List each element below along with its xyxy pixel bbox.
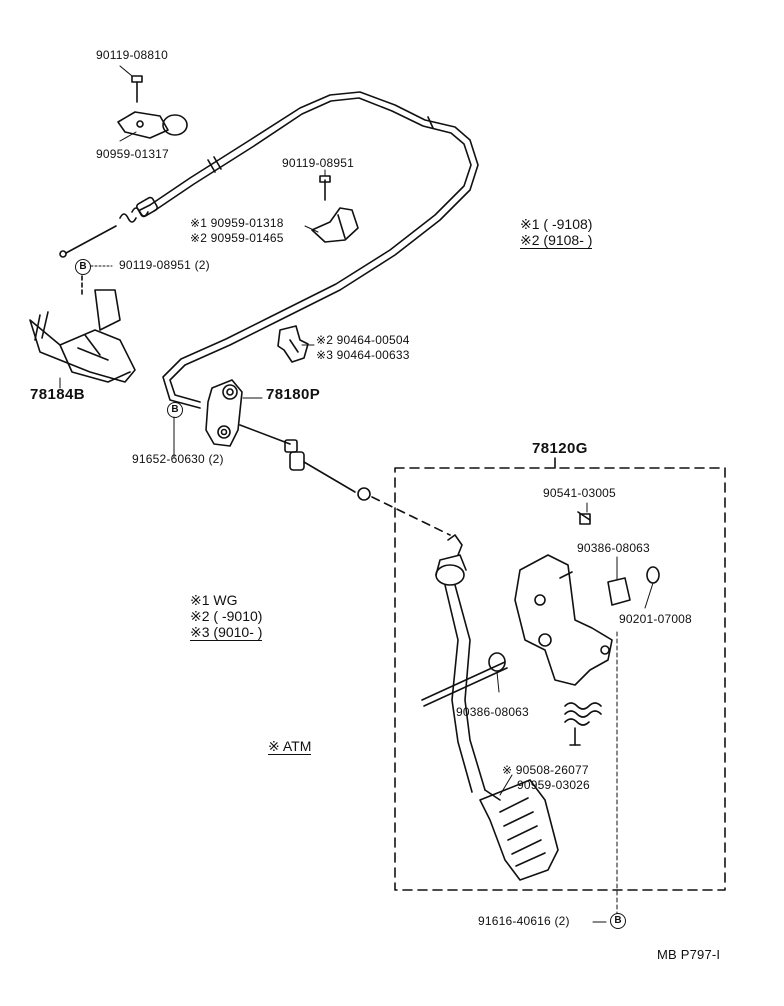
bolt-marker-b: B [610, 913, 626, 929]
leader-lines [59, 65, 654, 923]
bolt-marker-b: B [75, 259, 91, 275]
part-label-90959-01317: 90959-01317 [96, 147, 169, 161]
lever-78180p [205, 379, 371, 501]
pedal-bracket [514, 554, 613, 686]
model-code-3: ※3 (9010- ) [190, 624, 263, 641]
part-label-90386-08063-lower: 90386-08063 [456, 705, 529, 719]
part-label-91616-40616: 91616-40616 (2) [478, 914, 570, 928]
model-code-2: ※2 ( -9010) [190, 608, 263, 624]
dashed-connector [371, 496, 451, 536]
diagram-reference: MB P797-I [657, 947, 721, 962]
part-label-90386-08063-upper: 90386-08063 [577, 541, 650, 555]
part-label-78180p: 78180P [266, 386, 321, 403]
clamp-middle [311, 175, 359, 243]
throttle-cable [149, 91, 479, 409]
part-label-90959-01318: ※1 90959-01318 [190, 216, 284, 230]
part-label-90959-01465: ※2 90959-01465 [190, 231, 284, 245]
part-label-90201-07008: 90201-07008 [619, 612, 692, 626]
cable-clip [277, 325, 309, 363]
model-code-wg: ※1 WG [190, 592, 238, 608]
part-label-91652-60630: 91652-60630 (2) [132, 452, 224, 466]
bracket-78184b [29, 275, 136, 383]
part-label-90119-08951: 90119-08951 [282, 156, 355, 170]
part-label-78184b: 78184B [30, 386, 85, 403]
part-label-90119-08951-2: 90119-08951 (2) [119, 258, 210, 272]
part-label-90464-00633: ※3 90464-00633 [316, 348, 410, 362]
part-label-90464-00504: ※2 90464-00504 [316, 333, 410, 347]
cable-end-upper [59, 196, 158, 258]
cable-range-notes: ※1 ( -9108) ※2 (9108- ) [520, 216, 593, 249]
part-label-90541-03005: 90541-03005 [543, 486, 616, 500]
atm-note: ※ ATM [268, 738, 312, 755]
part-label-78120g: 78120G [532, 440, 588, 457]
cable-range-1: ※1 ( -9108) [520, 216, 593, 232]
bolt-marker-b: B [167, 402, 183, 418]
model-code-notes: ※1 WG ※2 ( -9010) ※3 (9010- ) [190, 592, 263, 641]
cable-range-2: ※2 (9108- ) [520, 232, 593, 249]
bracket-clamp-top [117, 75, 188, 139]
part-label-90508-26077: ※ 90508-26077 [502, 763, 589, 777]
assembly-box [394, 467, 726, 891]
part-label-90119-08810: 90119-08810 [96, 48, 169, 62]
part-label-90959-03026: 90959-03026 [517, 778, 590, 792]
